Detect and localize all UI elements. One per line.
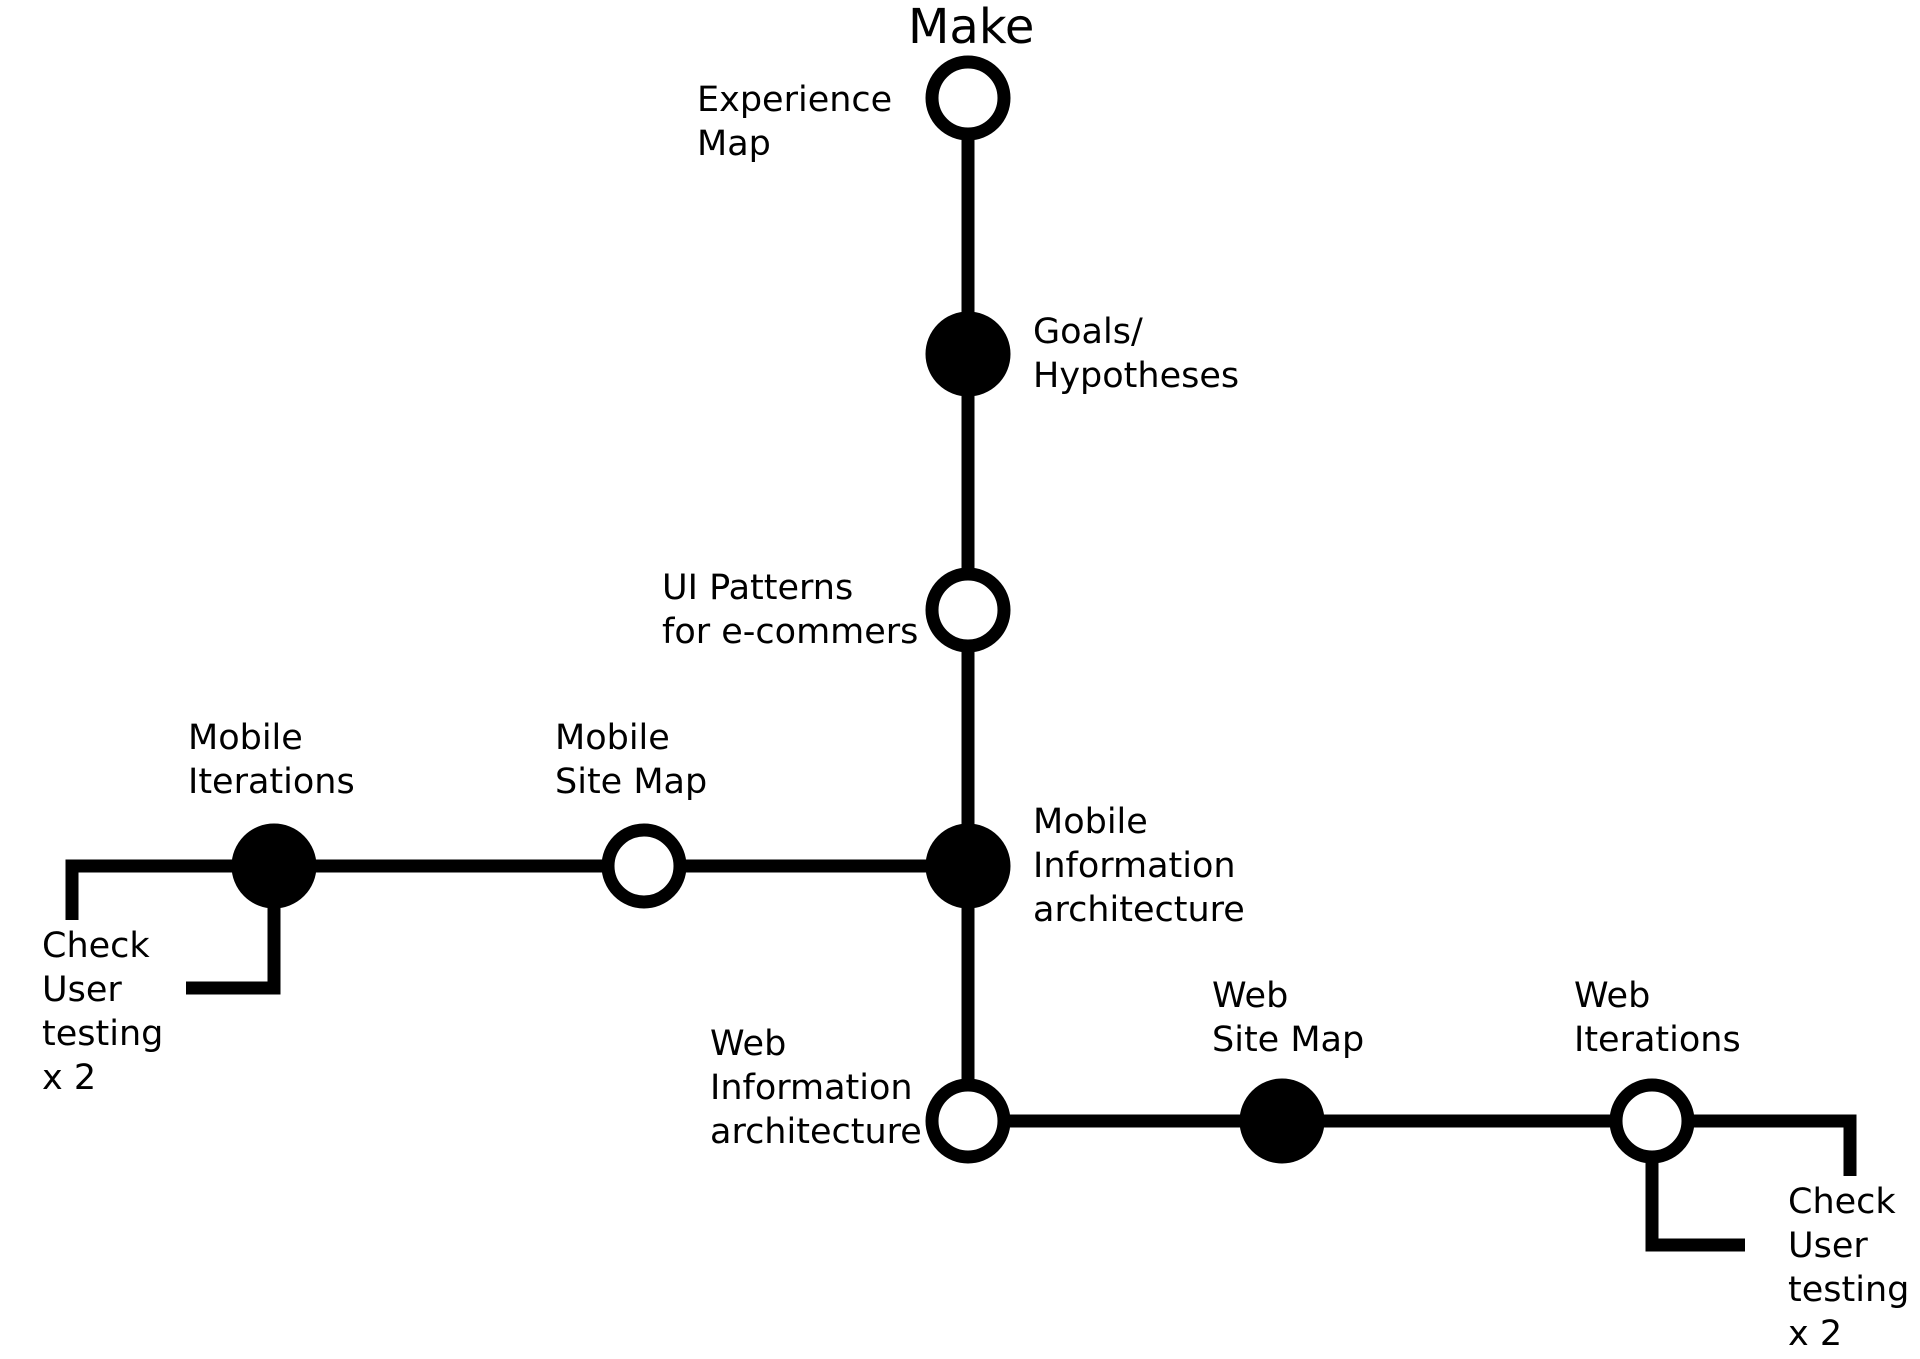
label-line: Mobile <box>555 718 670 758</box>
label-line: Check <box>1788 1182 1896 1222</box>
diagram-title: Make <box>908 0 1035 55</box>
label-line: Iterations <box>1574 1020 1741 1060</box>
label-line: testing <box>42 1014 164 1054</box>
label-line: Goals/ <box>1033 312 1143 352</box>
web-branch-line <box>968 1114 1857 1176</box>
label-line: architecture <box>710 1112 922 1152</box>
label-line: Iterations <box>188 762 355 802</box>
label-line: architecture <box>1033 890 1245 930</box>
label-line: Web <box>1212 976 1289 1016</box>
label-line: Check <box>42 926 150 966</box>
node-web-information-architecture <box>925 1078 1011 1164</box>
label-line: Information <box>1033 846 1236 886</box>
label-line: Mobile <box>188 718 303 758</box>
label-line: x 2 <box>1788 1314 1843 1354</box>
label-line: User <box>42 970 122 1010</box>
label-line: for e-commers <box>662 612 919 652</box>
node-mobile-site-map <box>601 823 687 909</box>
node-experience-map <box>925 55 1011 141</box>
connector-lines <box>65 98 1857 1252</box>
label-line: Map <box>697 124 771 164</box>
mobile-branch-line <box>65 859 968 920</box>
node-mobile-iterations <box>231 823 317 909</box>
label-line: Hypotheses <box>1033 356 1240 396</box>
label-goals-hypotheses: Goals/Hypotheses <box>1033 310 1239 398</box>
label-line: UI Patterns <box>662 568 854 608</box>
node-ui-patterns <box>925 567 1011 653</box>
label-line: Mobile <box>1033 802 1148 842</box>
label-line: x 2 <box>42 1058 97 1098</box>
label-line: testing <box>1788 1270 1910 1310</box>
node-mobile-information-architecture <box>925 823 1011 909</box>
label-line: User <box>1788 1226 1868 1266</box>
label-line: Information <box>710 1068 913 1108</box>
diagram-nodes <box>231 55 1695 1164</box>
node-web-site-map <box>1239 1078 1325 1164</box>
node-web-iterations <box>1609 1078 1695 1164</box>
label-line: Site Map <box>1212 1020 1365 1060</box>
node-goals-hypotheses <box>925 311 1011 397</box>
label-line: Web <box>710 1024 787 1064</box>
label-line: Experience <box>697 80 893 120</box>
label-line: Web <box>1574 976 1651 1016</box>
label-line: Site Map <box>555 762 708 802</box>
